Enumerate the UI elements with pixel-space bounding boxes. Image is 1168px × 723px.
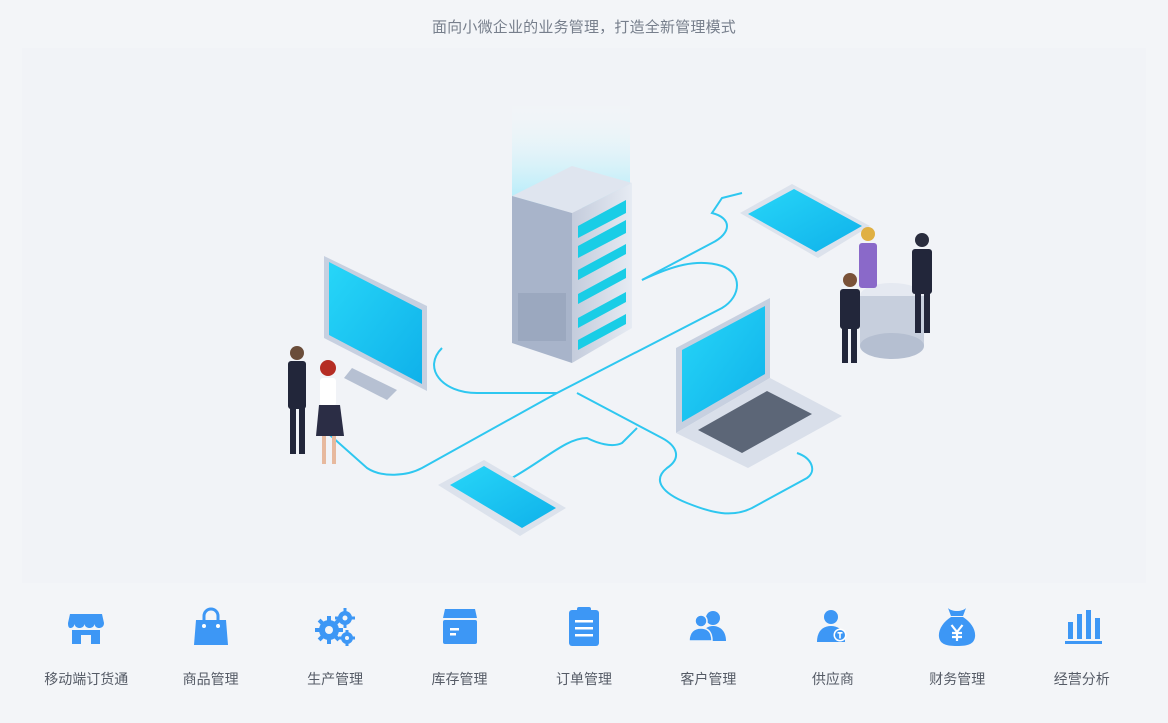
clipboard-icon — [568, 607, 599, 646]
database-people-illustration — [840, 227, 932, 363]
feature-customer-management[interactable]: 客户管理 — [646, 598, 770, 698]
server-illustration — [512, 98, 632, 363]
feature-label: 生产管理 — [307, 672, 364, 688]
monitor-illustration — [324, 256, 427, 400]
box-icon — [442, 609, 477, 644]
feature-label: 经营分析 — [1053, 672, 1110, 688]
connection-lines — [321, 192, 814, 515]
feature-business-analysis[interactable]: 经营分析 — [1020, 598, 1144, 698]
tablet-illustration — [740, 184, 870, 258]
page-subtitle: 面向小微企业的业务管理，打造全新管理模式 — [431, 18, 736, 36]
feature-list: 移动端订货通 商品管理 — [24, 598, 1144, 698]
feature-order-management[interactable]: 订单管理 — [522, 598, 646, 698]
feature-product-management[interactable]: 商品管理 — [148, 598, 272, 698]
feature-label: 移动端订货通 — [44, 672, 129, 688]
feature-inventory-management[interactable]: 库存管理 — [397, 598, 521, 698]
shopping-bag-icon — [193, 607, 228, 645]
feature-supplier[interactable]: 供应商 — [771, 598, 895, 698]
supplier-icon — [816, 610, 847, 642]
laptop-illustration — [676, 298, 842, 468]
gears-icon — [315, 608, 356, 646]
people-left-illustration — [288, 346, 344, 464]
network-illustration — [22, 48, 1146, 583]
phone-illustration — [438, 460, 566, 536]
store-icon — [68, 614, 105, 644]
feature-label: 财务管理 — [929, 672, 986, 688]
feature-finance-management[interactable]: 财务管理 — [895, 598, 1019, 698]
feature-label: 订单管理 — [555, 672, 612, 688]
feature-label: 库存管理 — [431, 672, 488, 688]
bar-chart-icon — [1064, 610, 1102, 644]
money-bag-icon — [939, 608, 976, 646]
users-icon — [688, 611, 727, 642]
feature-label: 商品管理 — [182, 672, 239, 688]
feature-label: 客户管理 — [680, 672, 737, 688]
feature-production-management[interactable]: 生产管理 — [273, 598, 397, 698]
feature-label: 供应商 — [811, 672, 854, 688]
feature-mobile-ordering[interactable]: 移动端订货通 — [24, 598, 148, 698]
